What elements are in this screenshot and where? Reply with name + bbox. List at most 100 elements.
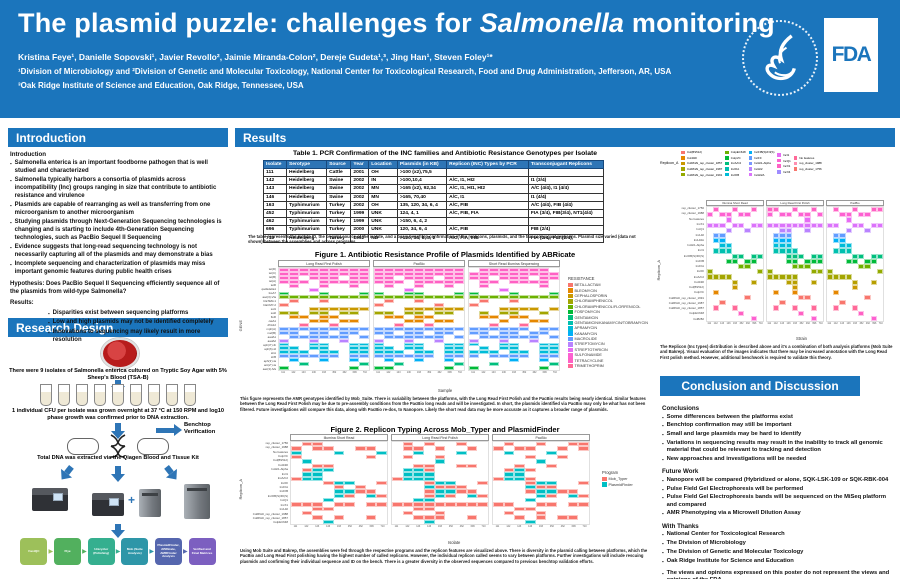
heatmap-cell [444, 268, 454, 272]
heatmap-cell [456, 446, 467, 451]
heatmap-cell [365, 450, 377, 455]
heatmap-cell [374, 358, 384, 363]
heatmap-cell [539, 295, 549, 300]
heatmap-cell [767, 305, 774, 311]
table1-caption: The table represents the isolate ID, the… [248, 234, 636, 245]
heatmap-cell [833, 289, 840, 296]
heatmap-cell [858, 279, 865, 285]
heatmap-cell [756, 263, 763, 270]
heatmap-cell [557, 498, 568, 503]
heatmap-cell [804, 289, 811, 296]
heatmap-cell [851, 238, 859, 244]
heatmap-cell [339, 346, 349, 351]
heatmap-cell [374, 342, 384, 347]
heatmap-cell [477, 519, 488, 524]
heatmap-cell [858, 212, 865, 218]
heatmap-cell [301, 493, 313, 499]
heatmap-cell [845, 212, 852, 218]
heatmap-cell [394, 322, 404, 327]
heatmap-cell [876, 222, 883, 228]
legend-color-chip [748, 172, 753, 177]
heatmap-cell [707, 269, 714, 275]
heatmap-cell [827, 253, 834, 259]
heatmap-cell [539, 291, 549, 296]
heatmap-cell [489, 268, 499, 272]
heatmap-cell [479, 271, 489, 276]
heatmap-cell [355, 489, 366, 494]
x-tick: 142 [405, 525, 410, 528]
heatmap-cell [493, 480, 504, 486]
heatmap-cell [791, 243, 799, 249]
heatmap-cell [578, 511, 589, 516]
heatmap-cell [344, 442, 355, 447]
heatmap-cell [413, 467, 424, 473]
heatmap-cell [851, 279, 859, 285]
table-cell: Turkey [326, 208, 352, 219]
row-label: aph(3'')-Ib [263, 343, 276, 347]
heatmap-cell [434, 275, 444, 280]
heatmap-cell [402, 498, 414, 503]
heatmap-cell [312, 485, 323, 490]
heatmap-cell [549, 330, 559, 335]
heatmap-cell [731, 269, 739, 275]
bullet-item: ▪National Center for Toxicological Resea… [662, 531, 895, 538]
heatmap-cell [744, 289, 751, 296]
heatmap-cell [713, 315, 720, 321]
heatmap-cell [499, 311, 509, 316]
heatmap-cell [349, 307, 359, 312]
heatmap-cell [499, 275, 509, 280]
legend-label: ColpEC648 [730, 150, 746, 155]
x-tick: 143 [517, 525, 522, 528]
heatmap-cell [785, 300, 792, 306]
heatmap-cell [279, 366, 289, 370]
heatmap-cell [839, 238, 846, 244]
heatmap-cell [479, 287, 489, 292]
heatmap-cell [444, 318, 454, 323]
heatmap-cell [404, 299, 414, 304]
heatmap-cell [549, 318, 559, 323]
heatmap-cell [359, 268, 369, 272]
heatmap-cell [713, 222, 720, 228]
legend-color-chip [777, 153, 782, 157]
legend-item: KANAMYCIN [568, 331, 652, 336]
heatmap-cell [434, 318, 444, 323]
heatmap-cell [376, 450, 387, 455]
heatmap-cell [725, 222, 732, 228]
heatmap-cell [773, 300, 780, 306]
heatmap-cell [791, 253, 799, 259]
heatmap-cell [839, 258, 846, 264]
heatmap-cell [454, 295, 464, 300]
heatmap-cell [489, 287, 499, 292]
heatmap-cell [279, 275, 289, 280]
heatmap-cell [804, 300, 811, 306]
heatmap-cell [339, 366, 349, 370]
hypothesis-text: Hypothesis: Does PacBio Sequel II Sequen… [10, 280, 220, 295]
heatmap-cell [707, 263, 714, 270]
heatmap-cell [499, 322, 509, 327]
heatmap-cell [567, 472, 579, 477]
x-tick: 111 [471, 371, 475, 374]
heatmap-cell [414, 354, 424, 359]
heatmap-cell [454, 283, 464, 288]
heatmap-cell [864, 279, 871, 285]
heatmap-cell [365, 454, 377, 460]
x-tick: 142 [713, 322, 718, 325]
heatmap-cell [578, 480, 589, 486]
heatmap-cell [756, 227, 763, 233]
heatmap-cell [827, 289, 834, 296]
column-header: Replicon (INC) Types by PCR [446, 160, 529, 169]
heatmap-cell [404, 330, 414, 335]
heatmap-cell [279, 334, 289, 339]
heatmap-cell [413, 476, 424, 481]
legend-label: TRIMETHOPRIM [574, 364, 604, 369]
legend-item: MACROLIDE [568, 336, 652, 342]
heatmap-cell [402, 454, 414, 460]
heatmap-cell [333, 502, 345, 507]
bullet-item: ▪Disparities exist between sequencing pl… [48, 310, 228, 318]
heatmap-cell [466, 493, 478, 499]
heatmap-cell [279, 330, 289, 335]
heatmap-cell [864, 274, 871, 280]
heatmap-cell [719, 263, 726, 270]
heatmap-cell [319, 346, 329, 351]
